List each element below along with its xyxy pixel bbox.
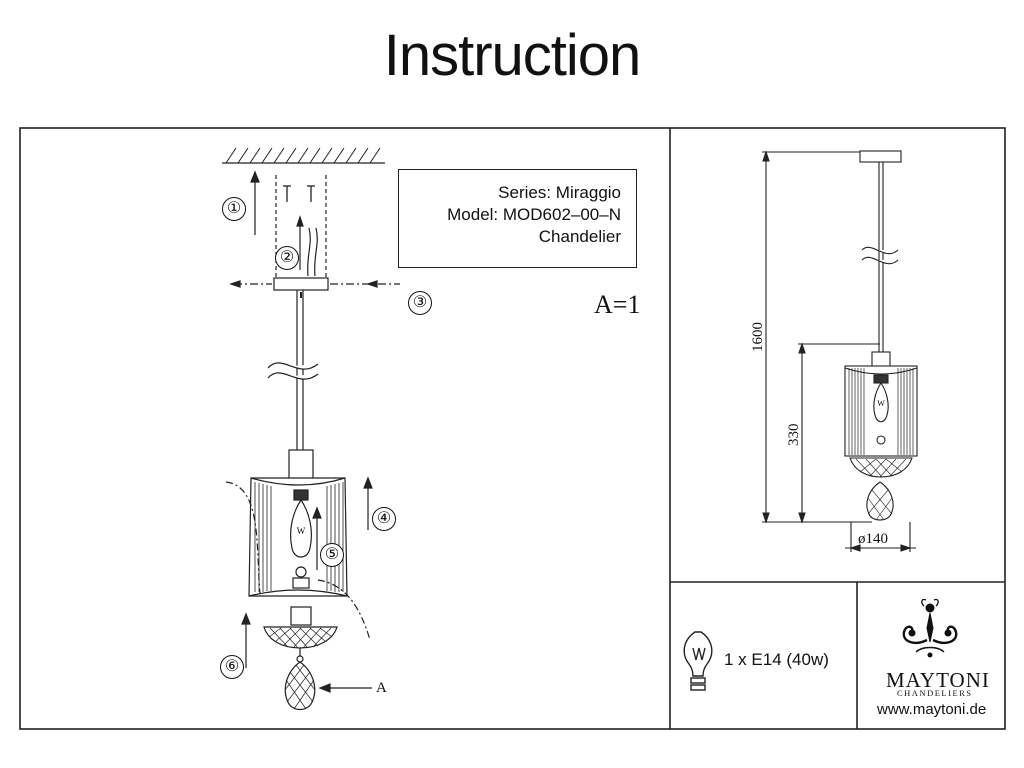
step-4-marker: ④ (372, 507, 396, 531)
diameter-label: ø140 (858, 531, 888, 547)
maytoni-logo-icon (902, 598, 958, 658)
brand-subtitle: CHANDELIERS (897, 688, 973, 698)
dimension-drawing (762, 150, 918, 552)
bulb-icon (683, 631, 713, 691)
series-label: Series: Miraggio (498, 183, 621, 202)
step-2-marker: ② (275, 246, 299, 270)
ceiling-hatch (225, 147, 381, 164)
model-label: Model: MOD602–00–N (447, 205, 621, 224)
bulb-spec: 1 x E14 (40w) (724, 650, 829, 669)
ceiling-screws (283, 185, 315, 202)
sheet-frame (19, 127, 1006, 730)
dim-bulb-mark: W (877, 399, 885, 408)
total-height-label: 1600 (750, 322, 766, 352)
bulb-wattage-mark: W (297, 526, 306, 536)
scale-label: A=1 (594, 290, 641, 319)
model-info-box: Series: Miraggio Model: MOD602–00–N Chan… (398, 169, 637, 268)
detail-label-a: A (376, 680, 387, 696)
dim-bowl-crosshatch (855, 458, 907, 478)
dim-pendant-crosshatch (867, 489, 893, 521)
pendant-crosshatch (284, 664, 316, 710)
brand-website: www.maytoni.de (877, 701, 987, 718)
page-title: Instruction (383, 23, 642, 88)
step-1-marker: ① (222, 197, 246, 221)
step-5-marker: ⑤ (320, 543, 344, 567)
brand-name: MAYTONI (886, 668, 990, 692)
shade-bars (254, 482, 344, 592)
dim-shade-bars (848, 368, 914, 455)
assembly-drawing (222, 147, 400, 711)
bowl-crosshatch (268, 627, 333, 649)
shade-height-label: 330 (786, 423, 802, 447)
step-3-marker: ③ (408, 291, 432, 315)
type-label: Chandelier (538, 227, 621, 246)
step-6-marker: ⑥ (220, 655, 244, 679)
